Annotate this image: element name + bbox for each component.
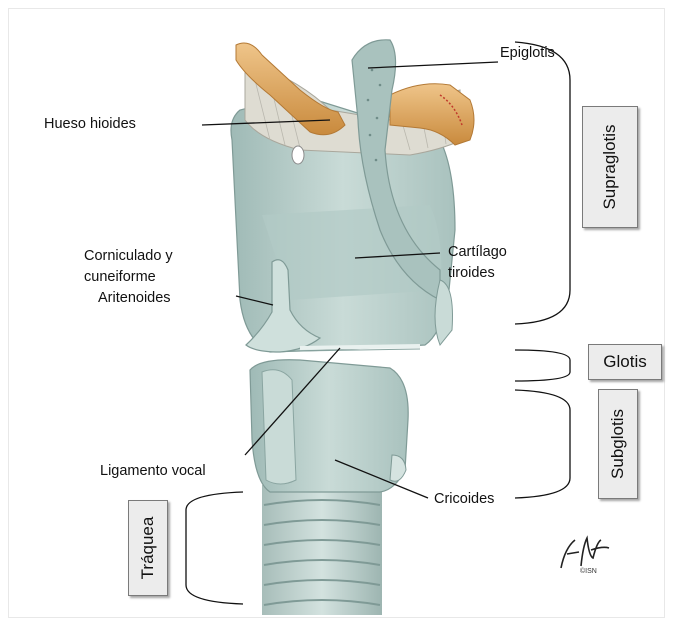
region-subglotis-text: Subglotis [608,409,628,479]
signature-suffix: ©ISN [580,568,597,575]
label-cartilago-line2: tiroides [448,264,495,283]
region-glotis-text: Glotis [603,352,646,372]
subglotis-bracket [515,390,570,498]
label-cricoides: Cricoides [434,490,494,509]
label-corniculado-line1: Corniculado y [84,247,173,266]
region-supraglotis-text: Supraglotis [600,124,620,209]
glotis-bracket [515,350,570,381]
region-subglotis: Subglotis [598,389,638,499]
label-hueso-hioides: Hueso hioides [44,115,136,134]
region-supraglotis: Supraglotis [582,106,638,228]
label-ligamento-vocal: Ligamento vocal [100,462,206,481]
thyroid-inferior-horn [435,280,453,345]
cricoid-lamina [262,370,296,484]
trachea [262,485,382,615]
traquea-bracket [186,492,243,604]
vocal-ligament [300,346,420,348]
thyrohyoid-foramen [292,146,304,164]
label-corniculado-line2: cuneiforme [84,268,156,287]
label-epiglotis: Epiglotis [500,44,555,63]
region-glotis: Glotis [588,344,662,380]
supraglotis-bracket [515,42,570,324]
label-aritenoides: Aritenoides [98,289,171,308]
region-traquea: Tráquea [128,500,168,596]
label-cartilago-line1: Cartílago [448,243,507,262]
region-traquea-text: Tráquea [138,517,158,580]
